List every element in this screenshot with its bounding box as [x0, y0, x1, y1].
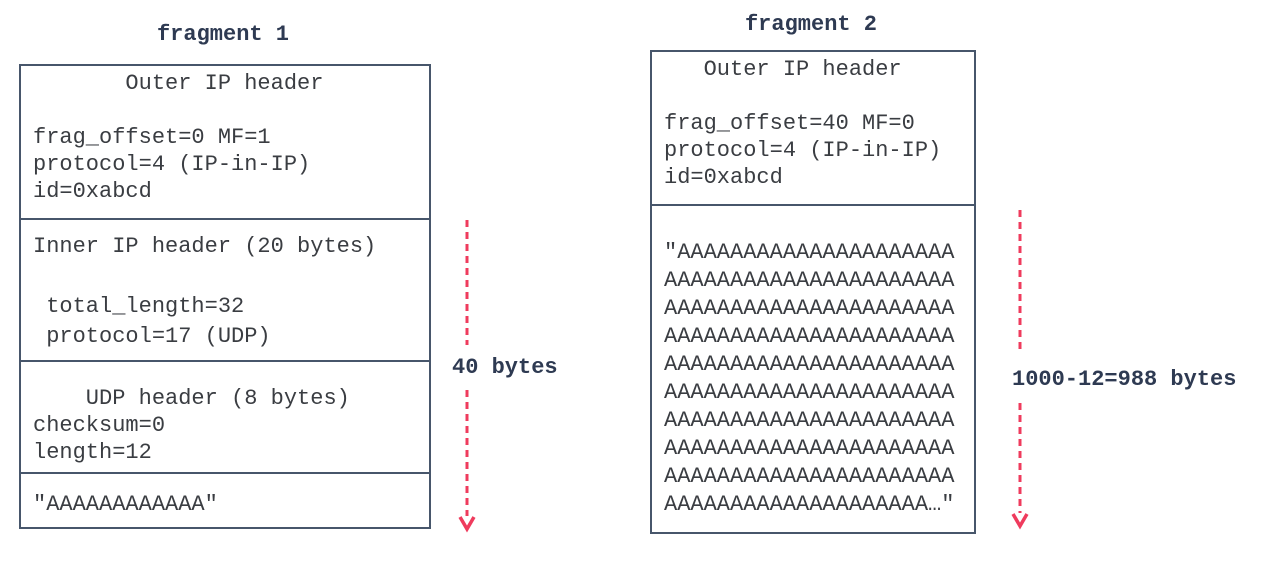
fragment-1-section-payload: "AAAAAAAAAAAA" [21, 472, 429, 523]
fragment-2-size-arrow [1011, 210, 1029, 530]
fragment-2-size-label: 1000-12=988 bytes [1012, 367, 1237, 392]
text-line: AAAAAAAAAAAAAAAAAAAAAA [664, 408, 955, 433]
text-line: Outer IP header [33, 71, 324, 96]
text-line: length=12 [33, 440, 152, 465]
text-line: "AAAAAAAAAAAAAAAAAAAAA [664, 240, 955, 265]
text-line: UDP header (8 bytes) [33, 386, 350, 411]
text-line: id=0xabcd [33, 179, 152, 204]
fragment-1-section-inner-ip-header: Inner IP header (20 bytes) total_length=… [21, 218, 429, 360]
text-line [33, 262, 423, 292]
text-line [33, 97, 423, 124]
fragment-1-size-label: 40 bytes [452, 355, 558, 380]
text-line: AAAAAAAAAAAAAAAAAAAAAA [664, 268, 955, 293]
text-line: AAAAAAAAAAAAAAAAAAAAAA [664, 296, 955, 321]
text-line: AAAAAAAAAAAAAAAAAAAAAA [664, 464, 955, 489]
fragment-2-section-payload: "AAAAAAAAAAAAAAAAAAAAA AAAAAAAAAAAAAAAAAA… [652, 204, 974, 528]
text-line: total_length=32 [33, 294, 245, 319]
text-line: frag_offset=40 MF=0 [664, 111, 915, 136]
text-line: protocol=4 (IP-in-IP) [664, 138, 942, 163]
text-line: checksum=0 [33, 413, 166, 438]
fragment-1-title: fragment 1 [156, 22, 290, 47]
text-line: frag_offset=0 MF=1 [33, 125, 271, 150]
text-line: AAAAAAAAAAAAAAAAAAAAAA [664, 352, 955, 377]
text-line: protocol=4 (IP-in-IP) [33, 152, 311, 177]
text-line: AAAAAAAAAAAAAAAAAAAAAA [664, 436, 955, 461]
text-line: Outer IP header [664, 57, 902, 82]
text-line: AAAAAAAAAAAAAAAAAAAAAA [664, 380, 955, 405]
text-line [664, 83, 968, 110]
fragment-2-title: fragment 2 [744, 12, 878, 37]
text-line: id=0xabcd [664, 165, 783, 190]
text-line: AAAAAAAAAAAAAAAAAAAAAA [664, 324, 955, 349]
text-line: protocol=17 (UDP) [33, 324, 271, 349]
fragment-1-size-arrow [458, 220, 476, 533]
text-line: Inner IP header (20 bytes) [33, 234, 377, 259]
text-line: AAAAAAAAAAAAAAAAAAAA…" [664, 492, 955, 517]
text-line: "AAAAAAAAAAAA" [33, 492, 218, 517]
